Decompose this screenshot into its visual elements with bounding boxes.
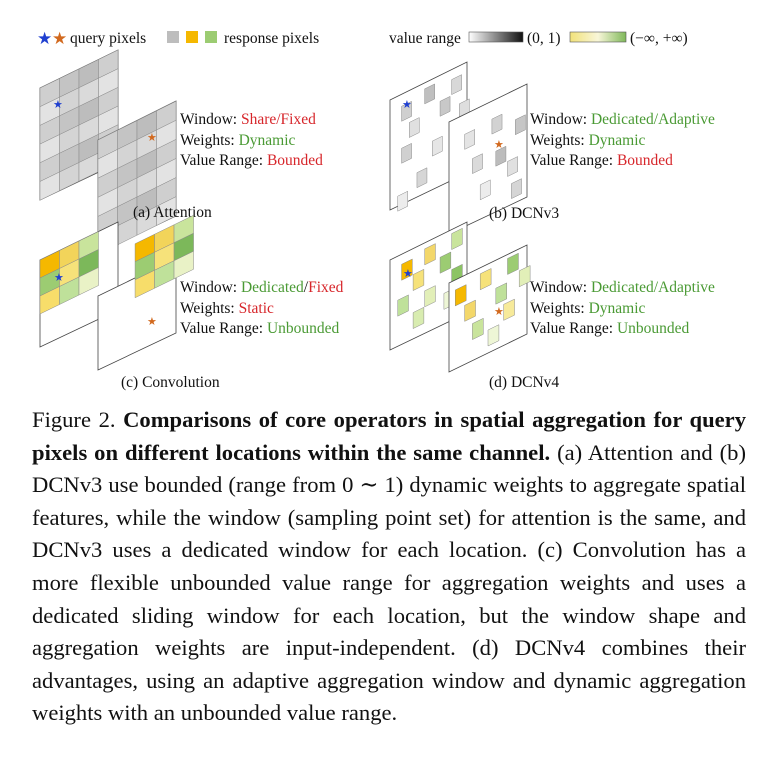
- dcnv3-window-line: Window: Dedicated/Adaptive: [530, 111, 715, 128]
- dcnv3-sample-cell: [464, 129, 475, 150]
- attention-weights-line: Weights: Dynamic: [180, 132, 296, 149]
- attention-grid-cell: [156, 196, 177, 226]
- dcnv3-sample-cell: [416, 167, 428, 189]
- dcnv4-sample-cell: [412, 306, 425, 330]
- dcnv4-sample-cell: [401, 258, 413, 281]
- convolution-range-line: Value Range: Unbounded: [180, 320, 340, 337]
- figure-2-diagram: ★ ★ query pixels response pixels value r…: [37, 29, 715, 391]
- response-pixels-label: response pixels: [224, 30, 319, 47]
- dcnv3-sample-cell: [424, 83, 435, 105]
- gray-swatch-icon: [167, 31, 179, 43]
- dcnv4-sample-cell: [397, 294, 409, 317]
- dcnv4-sample-cell: [464, 299, 476, 322]
- dcnv4-sample-cell: [424, 243, 436, 266]
- dcnv3-sample-cell: [401, 100, 412, 122]
- attention-back-plane: ★: [39, 49, 119, 201]
- dcnv3-sample-cell: [401, 142, 412, 164]
- dcnv3-sample-cell: [495, 145, 507, 167]
- attention-front-grid: [97, 100, 177, 256]
- caption-label: Figure 2.: [32, 407, 124, 432]
- convolution-kernel-cell: [78, 267, 99, 296]
- dcnv3-sample-cell: [451, 74, 462, 96]
- blue-star-icon: ★: [37, 29, 52, 48]
- dcnv3-weights-line: Weights: Dynamic: [530, 132, 646, 149]
- dcnv4-sample-cell: [472, 317, 484, 340]
- dcnv3-sample-cell: [432, 135, 443, 157]
- dcnv4-range-line: Value Range: Unbounded: [530, 320, 690, 337]
- dcnv3-sample-cell: [409, 117, 420, 138]
- query-pixels-label: query pixels: [70, 30, 146, 47]
- green-swatch-icon: [205, 31, 217, 43]
- dcnv4-sample-cell: [451, 227, 463, 251]
- convolution-back-kernel: [39, 231, 99, 315]
- convolution-kernel-cell: [173, 250, 194, 280]
- attention-range-line: Value Range: Bounded: [180, 152, 323, 169]
- dcnv3-sample-cell: [439, 95, 451, 117]
- dcnv3-sample-cell: [511, 178, 522, 199]
- dcnv4-sample-cell: [507, 252, 519, 275]
- dcnv4-front-samples: [454, 252, 531, 347]
- dcnv4-sample-cell: [495, 282, 507, 305]
- orange-star-icon: ★: [147, 132, 157, 144]
- orange-star-icon: ★: [494, 306, 504, 318]
- dcnv4-caption: (d) DCNv4: [489, 374, 559, 391]
- dcnv3-sample-cell: [479, 179, 491, 201]
- convolution-back-plane: ★: [39, 221, 119, 348]
- unbounded-range-label: (−∞, +∞): [630, 30, 688, 47]
- dcnv4-back-plane: ★: [389, 221, 468, 351]
- dcnv4-sample-cell: [454, 284, 467, 307]
- convolution-front-kernel: [134, 214, 194, 299]
- yellow-swatch-icon: [186, 31, 198, 43]
- orange-star-icon: ★: [147, 316, 157, 328]
- dcnv4-sample-cell: [487, 324, 500, 347]
- panel-attention: ★ ★ Window: Share/Fixed Weights: Dynamic…: [39, 49, 323, 256]
- convolution-window-line: Window: Dedicated/Fixed: [180, 279, 344, 296]
- dcnv4-sample-cell: [479, 268, 492, 291]
- convolution-front-plane: ★: [97, 214, 194, 371]
- dcnv3-caption: (b) DCNv3: [489, 205, 559, 222]
- panel-dcnv3: ★ ★ Window: Dedicated/Adaptive Weights: …: [389, 61, 715, 235]
- dcnv3-sample-cell: [397, 190, 408, 212]
- figure-caption: Figure 2. Comparisons of core operators …: [32, 404, 746, 730]
- bounded-range-label: (0, 1): [527, 30, 561, 47]
- yellow-green-gradient-bar: [569, 31, 627, 43]
- dcnv3-sample-cell: [515, 114, 526, 136]
- dcnv4-front-plane: ★: [448, 244, 531, 373]
- dcnv4-sample-cell: [439, 251, 452, 274]
- caption-body: (a) Attention and (b) DCNv3 use bounded …: [32, 439, 746, 726]
- dcnv3-sample-cell: [507, 156, 518, 177]
- orange-star-icon: ★: [494, 139, 504, 151]
- dcnv4-window-line: Window: Dedicated/Adaptive: [530, 279, 715, 296]
- dcnv4-back-samples: [397, 227, 463, 330]
- blue-star-icon: ★: [54, 272, 64, 284]
- dcnv4-sample-cell: [412, 268, 425, 292]
- value-range-label: value range: [389, 30, 461, 47]
- convolution-caption: (c) Convolution: [121, 374, 220, 391]
- dcnv3-sample-cell: [472, 153, 483, 174]
- gray-gradient-bar: [468, 31, 524, 43]
- attention-back-grid: [39, 49, 119, 201]
- panel-dcnv4: ★ ★ Window: Dedicated/Adaptive Weights: …: [389, 221, 715, 391]
- blue-star-icon: ★: [403, 268, 413, 280]
- dcnv3-front-plane: ★: [448, 83, 528, 235]
- blue-star-icon: ★: [53, 99, 63, 111]
- dcnv4-sample-cell: [518, 265, 531, 288]
- panel-convolution: ★ ★ Window: Dedicated/Fixed Weights: Sta…: [39, 214, 344, 391]
- convolution-weights-line: Weights: Static: [180, 300, 274, 317]
- dcnv4-sample-cell: [424, 285, 436, 308]
- attention-front-plane: ★: [97, 100, 177, 256]
- dcnv4-weights-line: Weights: Dynamic: [530, 300, 646, 317]
- caption-title: Comparisons of core operators in spatial…: [32, 407, 747, 465]
- dcnv3-front-samples: [464, 113, 526, 201]
- attention-caption: (a) Attention: [133, 204, 212, 221]
- dcnv3-sample-cell: [491, 113, 503, 135]
- dcnv4-sample-cell: [503, 298, 515, 321]
- legend: ★ ★ query pixels response pixels value r…: [37, 29, 688, 48]
- blue-star-icon: ★: [402, 99, 412, 111]
- dcnv3-range-line: Value Range: Bounded: [530, 152, 673, 169]
- orange-star-icon: ★: [52, 29, 67, 48]
- attention-window-line: Window: Share/Fixed: [180, 111, 316, 128]
